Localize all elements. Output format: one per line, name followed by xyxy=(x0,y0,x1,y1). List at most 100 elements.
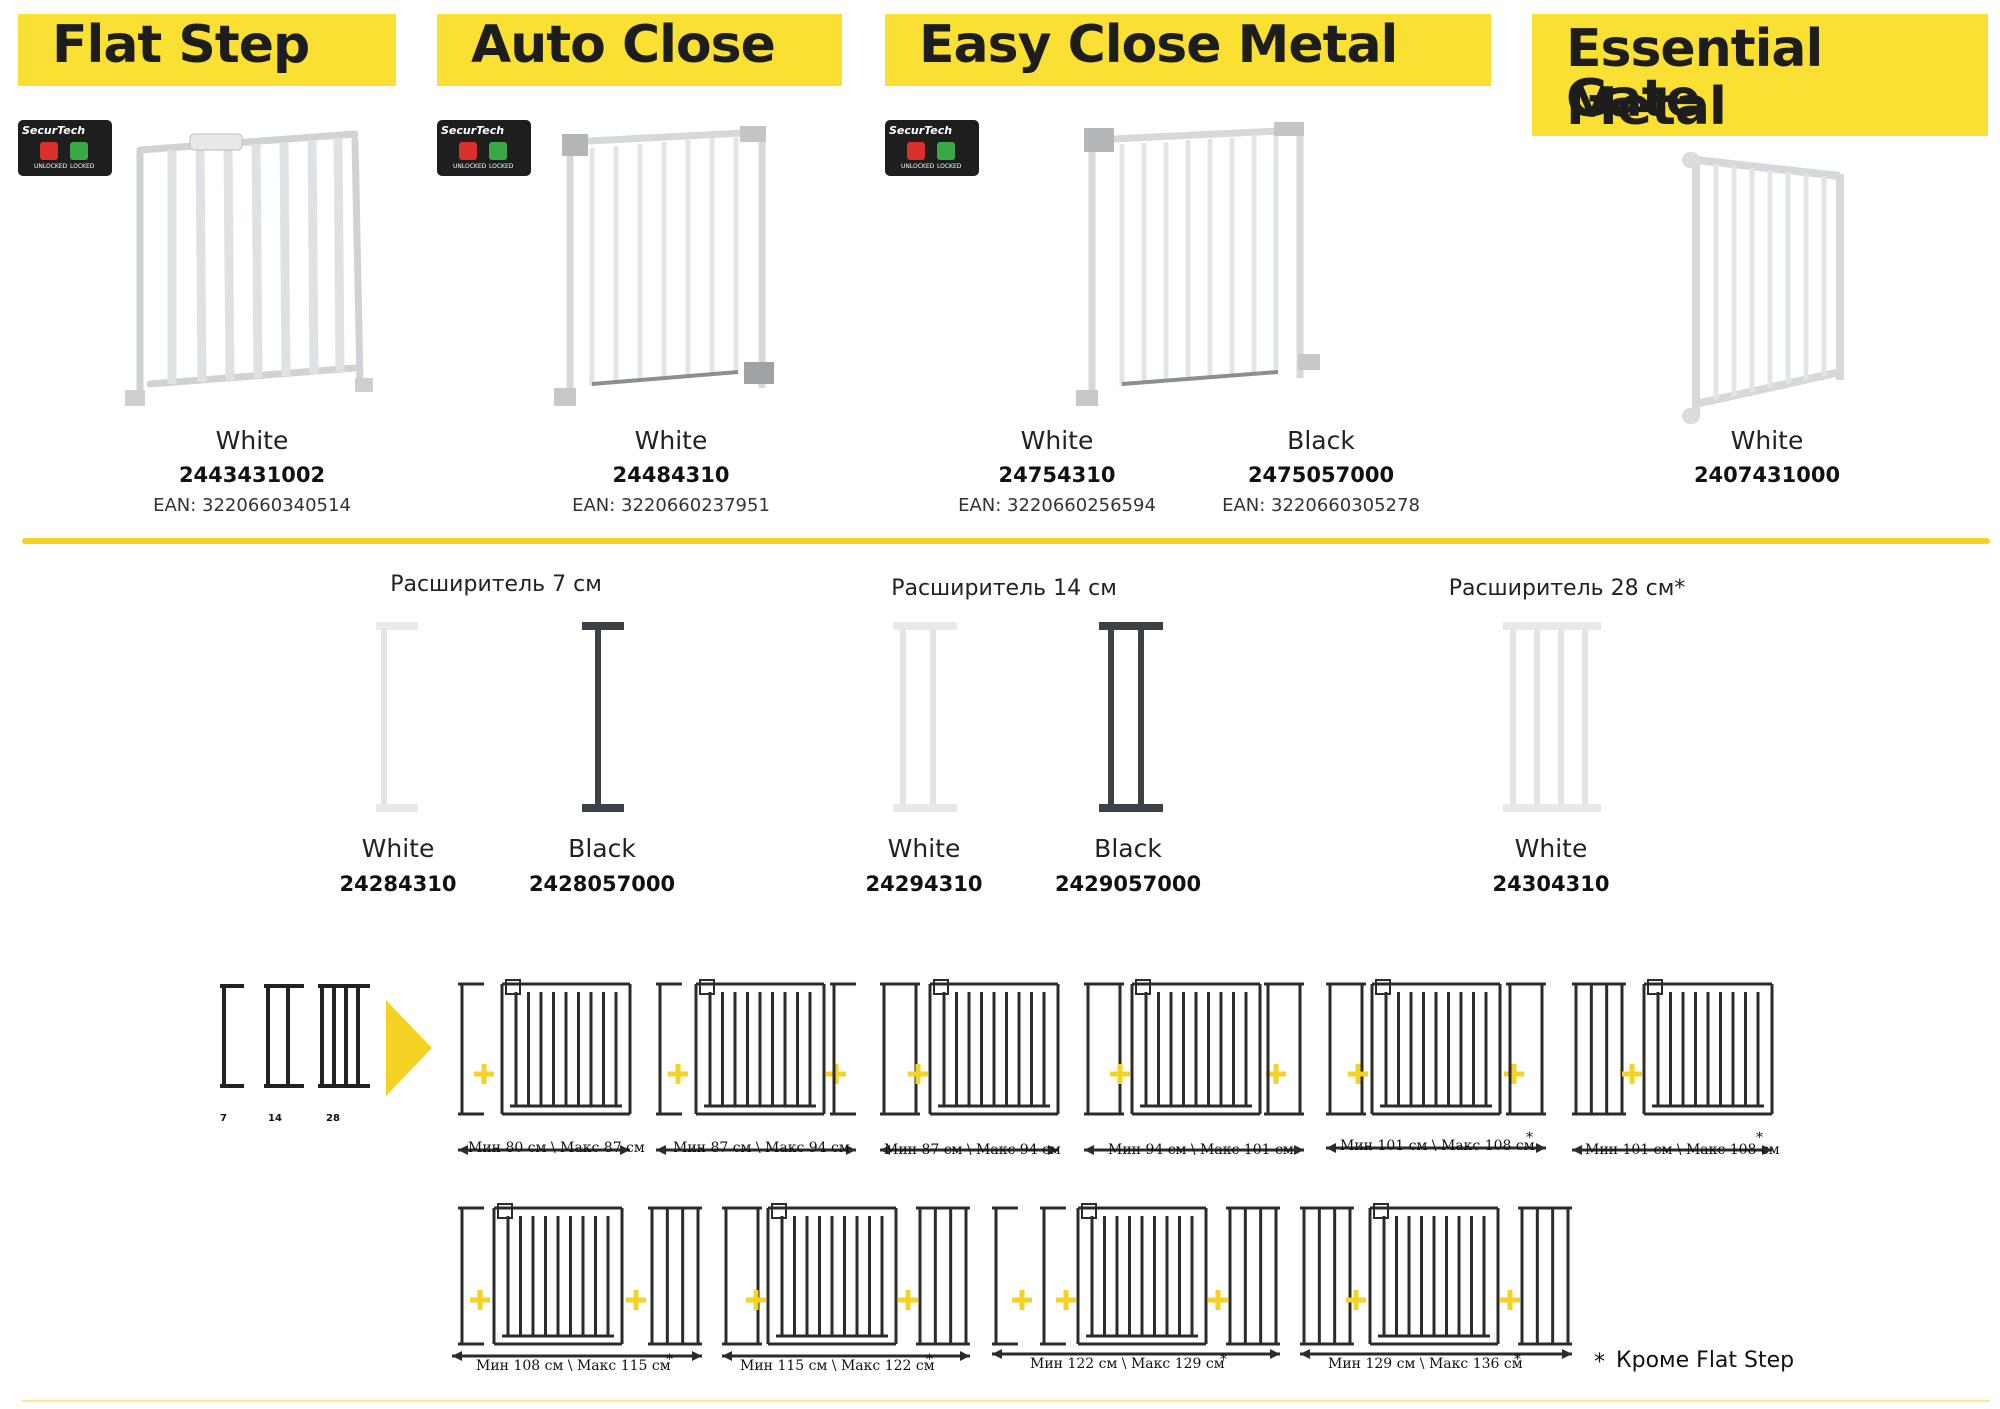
legend-size-label: 14 xyxy=(268,1113,282,1124)
arrowhead-left xyxy=(1326,1143,1336,1153)
arrowhead-left xyxy=(722,1351,732,1361)
extension-diagram xyxy=(1506,982,1546,1116)
product-title-line1: Essential Metal xyxy=(1566,19,1823,137)
variant-code: 2407431000 xyxy=(1693,463,1841,487)
legend-size-label: 28 xyxy=(326,1113,340,1124)
size-range-label: Мин 101 см \ Макс 108 см xyxy=(1585,1142,1780,1158)
extension-color: Black xyxy=(568,834,636,863)
extension-diagram xyxy=(722,1206,762,1346)
variant-color: White xyxy=(1020,426,1094,455)
gate-diagram xyxy=(1130,979,1262,1116)
extension-color: White xyxy=(887,834,961,863)
variant-code: 24754310 xyxy=(998,463,1116,487)
size-range-label: Мин 80 см \ Макс 87 см xyxy=(468,1140,645,1156)
extension-title: Расширитель 14 см xyxy=(891,576,1117,601)
extension-diagram xyxy=(458,982,484,1116)
size-range-label: Мин 108 см \ Макс 115 см xyxy=(476,1358,671,1374)
gate-diagram xyxy=(492,1203,624,1346)
arrowhead-left xyxy=(452,1351,462,1361)
unlocked-caption: UNLOCKED xyxy=(453,163,487,170)
locked-icon xyxy=(937,142,955,160)
extension-diagram xyxy=(1572,982,1626,1116)
unlocked-caption: UNLOCKED xyxy=(901,163,935,170)
arrow-right-icon xyxy=(386,1000,432,1096)
gate-diagram xyxy=(928,979,1060,1116)
variant-ean: EAN: 3220660305278 xyxy=(1222,495,1420,516)
extension-title: Расширитель 7 см xyxy=(390,572,602,597)
extension-title: Расширитель 28 см* xyxy=(1448,576,1686,601)
variant-code: 24484310 xyxy=(612,463,730,487)
gate-diagram xyxy=(500,979,632,1116)
easy-close-metal-gate-image xyxy=(1076,122,1320,406)
extension-diagram xyxy=(1300,1206,1354,1346)
arrowhead-left xyxy=(1300,1349,1310,1359)
extension-diagram xyxy=(830,982,856,1116)
footnote-asterisk: * xyxy=(1594,1350,1605,1375)
asterisk-marker: * xyxy=(1220,1352,1227,1368)
bottom-divider xyxy=(22,1400,1990,1402)
arrowhead-left xyxy=(1572,1145,1582,1155)
locked-caption: LOCKED xyxy=(937,163,962,170)
extension-diagram xyxy=(1226,1206,1280,1346)
securtech-logo: SecurTech xyxy=(22,124,86,137)
extension-color: Black xyxy=(1094,834,1162,863)
gate-diagram xyxy=(1642,979,1774,1116)
arrowhead-right xyxy=(1294,1145,1304,1155)
extension-code: 24294310 xyxy=(865,872,983,896)
essential-metal-gate-image xyxy=(1682,152,1844,424)
variant-code: 2475057000 xyxy=(1247,463,1395,487)
extension-14cm-black-image xyxy=(1099,622,1163,812)
extension-diagram xyxy=(992,1206,1018,1346)
asterisk-marker: * xyxy=(926,1352,933,1368)
locked-caption: LOCKED xyxy=(70,163,95,170)
arrowhead-right xyxy=(846,1145,856,1155)
footnote-text: Кроме Flat Step xyxy=(1616,1348,1795,1373)
arrowhead-right xyxy=(1270,1349,1280,1359)
size-range-label: Мин 94 см \ Макс 101 см xyxy=(1108,1142,1294,1158)
extension-code: 24304310 xyxy=(1492,872,1610,896)
arrowhead-right xyxy=(960,1351,970,1361)
extension-diagram xyxy=(1084,982,1124,1116)
extension-14cm-white-image xyxy=(893,622,957,812)
banner-auto-close: Auto Close xyxy=(437,14,842,86)
arrowhead-right xyxy=(620,1145,630,1155)
legend-size-label: 7 xyxy=(220,1113,227,1124)
locked-icon xyxy=(70,142,88,160)
size-range-label: Мин 101 см \ Макс 108 см xyxy=(1340,1138,1535,1154)
auto-close-gate-image xyxy=(554,126,774,406)
extension-code: 2429057000 xyxy=(1054,872,1202,896)
variant-color: White xyxy=(215,426,289,455)
asterisk-marker: * xyxy=(1756,1130,1763,1146)
extension-color: White xyxy=(1514,834,1588,863)
securtech-logo: SecurTech xyxy=(441,124,505,137)
locked-icon xyxy=(489,142,507,160)
configuration-diagrams xyxy=(452,979,1774,1361)
gate-diagram xyxy=(1368,1203,1500,1346)
product-title-line2: Gate xyxy=(1566,69,1701,129)
size-range-label: Мин 87 см \ Макс 94 см xyxy=(673,1140,850,1156)
section-divider xyxy=(22,538,1990,544)
gate-diagram xyxy=(694,979,826,1116)
securtech-badge: SecurTech UNLOCKED LOCKED xyxy=(885,120,979,176)
arrowhead-right xyxy=(1536,1143,1546,1153)
extension-7cm-black-image xyxy=(582,622,624,812)
securtech-badge: SecurTech UNLOCKED LOCKED xyxy=(437,120,531,176)
securtech-logo: SecurTech xyxy=(889,124,953,137)
size-range-label: Мин 122 см \ Макс 129 см xyxy=(1030,1356,1225,1372)
extension-diagram xyxy=(880,982,920,1116)
extension-diagram xyxy=(1326,982,1366,1116)
banner-flat-step: Flat Step xyxy=(18,14,396,86)
extension-diagram xyxy=(916,1206,970,1346)
asterisk-marker: * xyxy=(1526,1130,1533,1146)
product-title: Easy Close Metal xyxy=(919,15,1398,75)
variant-ean: EAN: 3220660340514 xyxy=(153,495,351,516)
variant-ean: EAN: 3220660237951 xyxy=(572,495,770,516)
locked-caption: LOCKED xyxy=(489,163,514,170)
asterisk-marker: * xyxy=(1514,1352,1521,1368)
flat-step-gate-image xyxy=(125,130,373,406)
arrowhead-left xyxy=(880,1145,890,1155)
size-range-label: Мин 129 см \ Макс 136 см xyxy=(1328,1356,1523,1372)
arrowhead-right xyxy=(692,1351,702,1361)
extension-diagram xyxy=(1264,982,1304,1116)
arrowhead-left xyxy=(458,1145,468,1155)
